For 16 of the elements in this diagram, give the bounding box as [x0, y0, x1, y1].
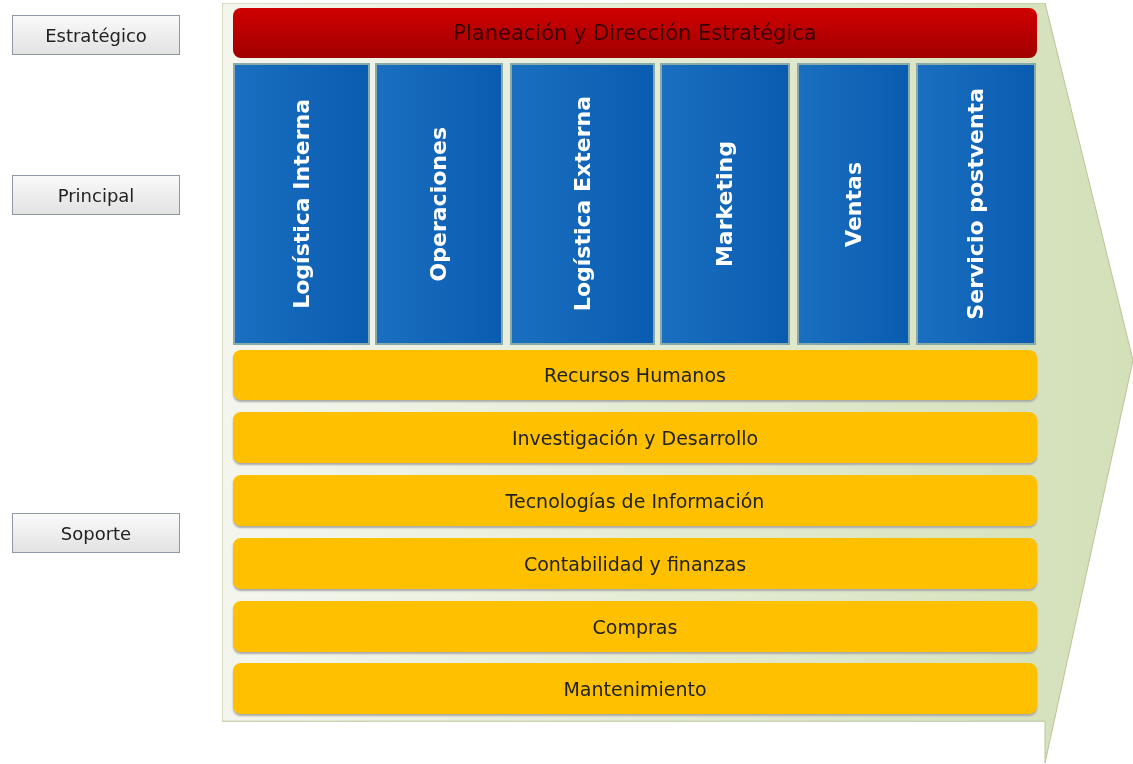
level-label-box: Soporte: [12, 513, 180, 553]
support-activity-bar: Tecnologías de Información: [233, 475, 1037, 526]
support-activity-bar: Investigación y Desarrollo: [233, 412, 1037, 463]
primary-activity-column: Servicio postventa: [916, 63, 1036, 345]
strategy-bar: Planeación y Dirección Estratégica: [233, 8, 1037, 58]
support-activity-bar: Recursos Humanos: [233, 350, 1037, 400]
support-activity-bar: Mantenimiento: [233, 663, 1037, 714]
support-activity-bar: Compras: [233, 601, 1037, 652]
primary-activity-column: Marketing: [660, 63, 790, 345]
primary-activity-column: Logística Externa: [510, 63, 655, 345]
level-label-box: Principal: [12, 175, 180, 215]
support-activity-bar: Contabilidad y finanzas: [233, 538, 1037, 589]
level-label-box: Estratégico: [12, 15, 180, 55]
primary-activity-column: Logística Interna: [233, 63, 370, 345]
primary-activity-column: Ventas: [797, 63, 910, 345]
primary-activity-column: Operaciones: [375, 63, 503, 345]
